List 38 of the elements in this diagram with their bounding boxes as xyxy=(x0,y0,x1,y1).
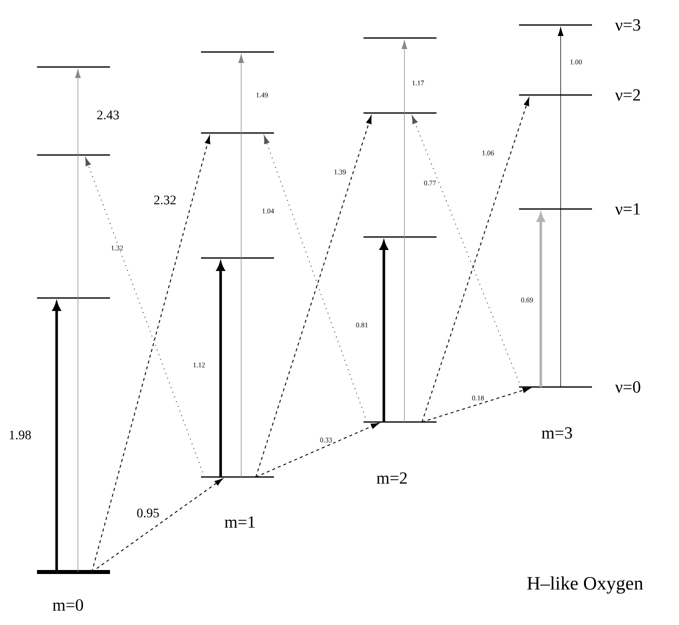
column-label: m=0 xyxy=(52,599,84,611)
edge-label: 2.32 xyxy=(152,194,178,206)
energy-level-line xyxy=(37,66,110,68)
edge-label: 2.43 xyxy=(96,110,120,120)
transition-arrow xyxy=(422,388,531,422)
transition-arrow xyxy=(380,241,388,422)
caption-text: H–like Oxygen xyxy=(527,576,644,594)
energy-level-line xyxy=(364,37,436,39)
transition-arrow xyxy=(422,98,530,422)
transition-arrow xyxy=(216,262,225,477)
column-label: m=1 xyxy=(224,516,255,528)
edge-label: 1.98 xyxy=(8,430,32,440)
edge-label: 0.95 xyxy=(136,508,160,518)
energy-level-line xyxy=(201,257,274,259)
energy-level-line xyxy=(201,51,274,53)
transition-arrow xyxy=(536,213,545,387)
transition-arrow xyxy=(558,27,564,388)
energy-level-line xyxy=(37,297,110,299)
level-label: ν=2 xyxy=(615,89,640,101)
transition-arrow xyxy=(255,422,380,478)
column-label: m=2 xyxy=(376,472,407,484)
level-label: ν=3 xyxy=(615,19,640,31)
transition-arrow xyxy=(238,54,244,478)
transition-arrow xyxy=(91,478,223,572)
column-label: m=3 xyxy=(542,427,572,439)
transition-arrow xyxy=(264,136,368,422)
transition-arrow xyxy=(75,69,81,572)
transition-arrow xyxy=(85,158,205,478)
transition-arrow xyxy=(91,136,210,572)
transition-arrow xyxy=(52,302,61,572)
energy-level-line xyxy=(519,208,592,210)
transition-arrow xyxy=(255,116,372,478)
level-label: ν=0 xyxy=(615,381,640,393)
transition-arrow xyxy=(412,116,522,388)
energy-level-line xyxy=(37,154,110,156)
energy-level-line xyxy=(364,236,436,238)
level-label: ν=1 xyxy=(615,203,640,215)
transition-arrow xyxy=(402,40,408,422)
